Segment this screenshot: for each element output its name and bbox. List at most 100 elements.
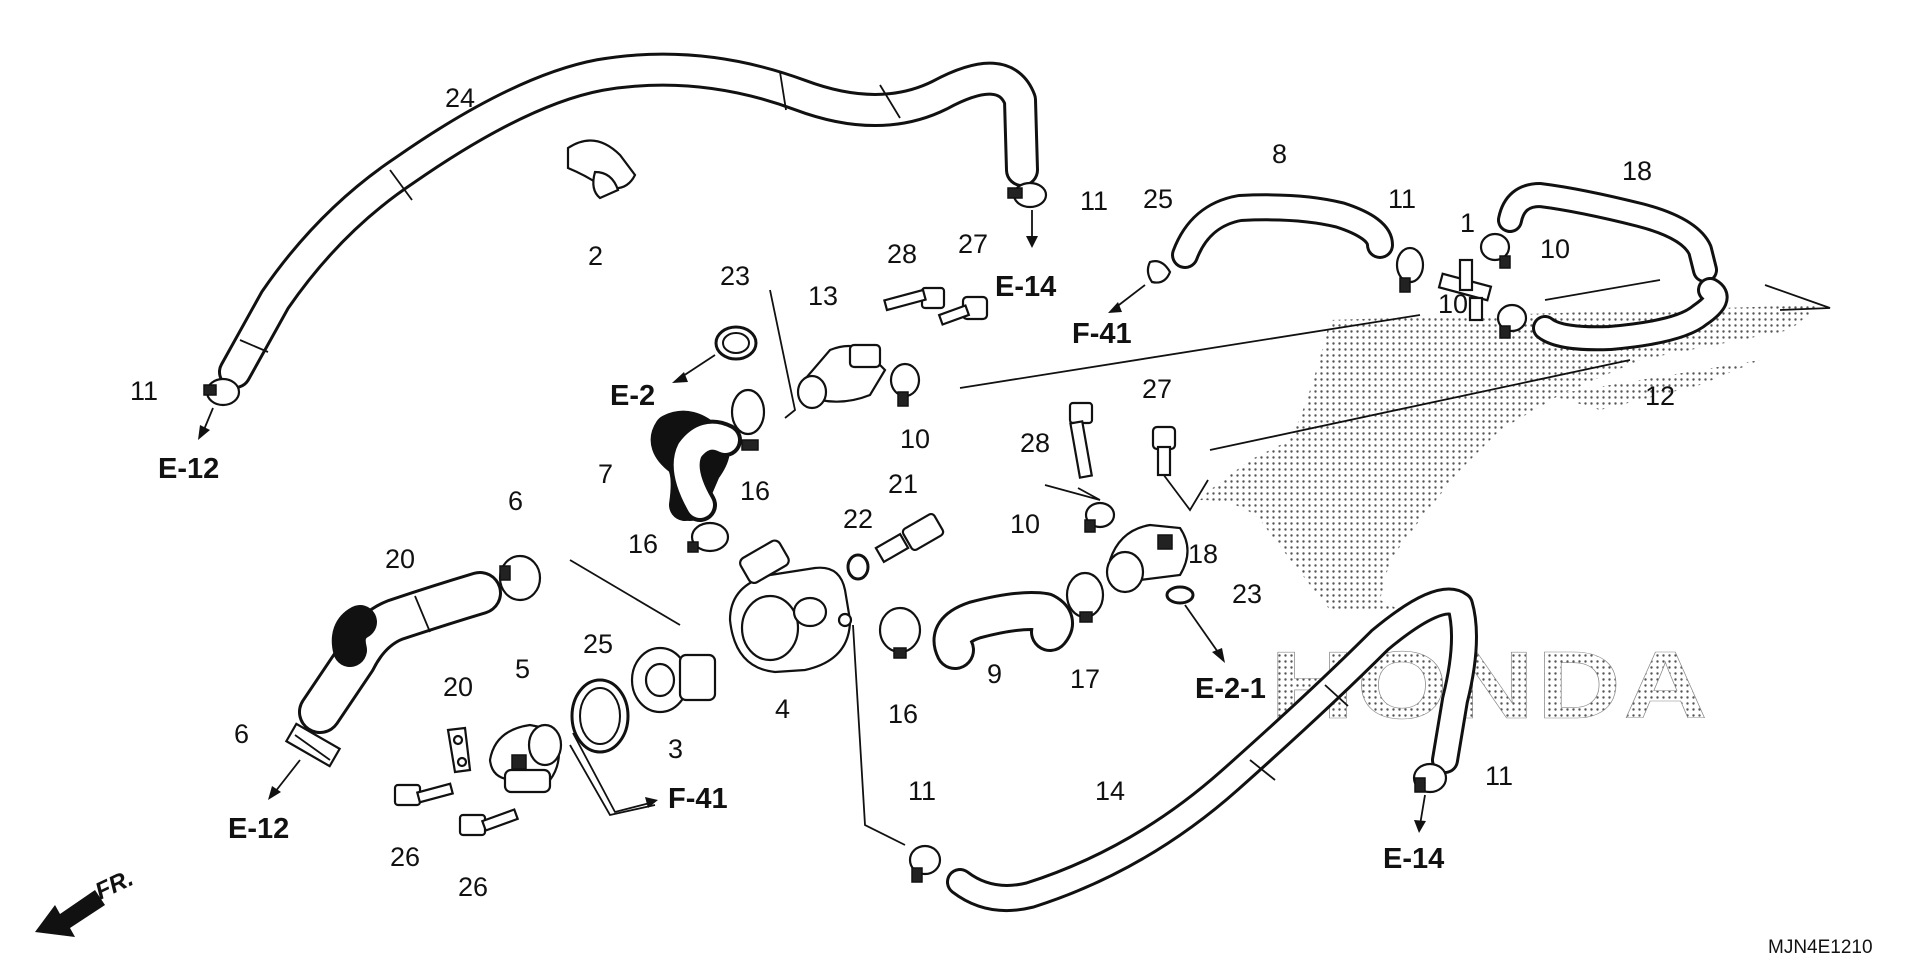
- thermostat-housing-4[interactable]: [728, 538, 853, 674]
- label-part-16-b[interactable]: 16: [628, 529, 658, 559]
- label-part-13[interactable]: 13: [808, 281, 838, 311]
- label-part-10-c[interactable]: 10: [1438, 289, 1468, 319]
- assembly-lines: [569, 279, 1831, 846]
- label-part-10-b[interactable]: 10: [1540, 234, 1570, 264]
- label-part-16-d[interactable]: 17: [1070, 664, 1100, 694]
- clamp-11-e[interactable]: [1412, 762, 1448, 794]
- bolt-28-a[interactable]: [883, 286, 946, 312]
- thermostat-3[interactable]: [630, 646, 717, 714]
- label-part-11-b[interactable]: 11: [130, 376, 158, 406]
- label-part-20[interactable]: 20: [443, 672, 473, 702]
- clamp-11-a[interactable]: [1007, 181, 1048, 209]
- label-part-4[interactable]: 4: [775, 694, 790, 724]
- label-part-15[interactable]: 24: [445, 83, 475, 113]
- clamp-11-b[interactable]: [203, 377, 241, 407]
- bolt-28-b[interactable]: [1068, 401, 1094, 479]
- label-part-11-d[interactable]: 11: [908, 776, 936, 806]
- hose-7: [650, 410, 742, 522]
- clamp-10-d[interactable]: [1084, 501, 1116, 533]
- label-part-10-d[interactable]: 10: [1010, 509, 1040, 539]
- hose-8: [1171, 193, 1394, 269]
- label-part-12[interactable]: 12: [1645, 381, 1675, 411]
- bolt-27-b[interactable]: [1151, 425, 1177, 477]
- ref-f41-b[interactable]: F-41: [668, 783, 728, 815]
- label-part-16-c[interactable]: 16: [888, 699, 918, 729]
- label-part-8[interactable]: 8: [1272, 139, 1287, 169]
- label-part-11-c[interactable]: 11: [1388, 184, 1416, 214]
- label-part-10-a[interactable]: 10: [900, 424, 930, 454]
- ref-e14-b[interactable]: E-14: [1383, 843, 1444, 875]
- label-part-18[interactable]: 18: [1622, 156, 1652, 186]
- ref-f41-a[interactable]: F-41: [1072, 318, 1132, 350]
- label-part-26-b[interactable]: 26: [458, 872, 488, 902]
- label-part-9[interactable]: 9: [987, 659, 1002, 689]
- clamp-16-d[interactable]: [1065, 571, 1105, 623]
- label-part-2[interactable]: 2: [588, 241, 603, 271]
- ref-e14-a[interactable]: E-14: [995, 271, 1056, 303]
- label-part-22[interactable]: 22: [843, 504, 873, 534]
- hose-12: [1532, 277, 1729, 352]
- label-part-16-a[interactable]: 16: [740, 476, 770, 506]
- diagram-code: MJN4E1210: [1768, 937, 1873, 958]
- ref-e2[interactable]: E-2: [610, 380, 655, 412]
- label-part-23-b[interactable]: 23: [1232, 579, 1262, 609]
- clamp-10-b[interactable]: [1479, 232, 1511, 269]
- clip-25[interactable]: [1146, 260, 1172, 284]
- water-joint-17[interactable]: [1105, 523, 1189, 594]
- label-part-19[interactable]: 20: [385, 544, 415, 574]
- ref-arrows: [198, 210, 1426, 833]
- temp-sensor-21[interactable]: [874, 512, 945, 564]
- hose-19: [298, 571, 502, 734]
- label-part-11-a[interactable]: 11: [1080, 186, 1108, 216]
- honda-wordmark: HONDA: [1270, 632, 1710, 739]
- clamp-16-b[interactable]: [687, 521, 730, 553]
- label-part-28-a[interactable]: 28: [887, 239, 917, 269]
- bracket-20[interactable]: [446, 726, 472, 774]
- label-part-6-b[interactable]: 6: [234, 719, 249, 749]
- label-part-17[interactable]: 18: [1188, 539, 1218, 569]
- hose-14: [946, 587, 1478, 912]
- o-ring-24[interactable]: [570, 678, 630, 754]
- clamp-10-c[interactable]: [1496, 303, 1528, 339]
- label-part-28-b[interactable]: 28: [1020, 428, 1050, 458]
- clamp-6-b[interactable]: [284, 722, 342, 768]
- ref-e21[interactable]: E-2-1: [1195, 673, 1266, 705]
- label-part-11-e[interactable]: 11: [1485, 761, 1513, 791]
- o-ring-23-b[interactable]: [1165, 585, 1195, 605]
- label-part-1[interactable]: 1: [1460, 208, 1475, 238]
- clamp-11-c[interactable]: [1395, 246, 1425, 293]
- clamp-16-c[interactable]: [878, 606, 922, 659]
- label-part-3[interactable]: 3: [668, 734, 683, 764]
- label-part-23-a[interactable]: 23: [720, 261, 750, 291]
- hose-18: [1497, 182, 1718, 283]
- hose-9: [932, 591, 1074, 670]
- label-part-24[interactable]: 25: [583, 629, 613, 659]
- label-part-6-a[interactable]: 6: [508, 486, 523, 516]
- clamp-11-d[interactable]: [908, 844, 942, 883]
- label-part-5[interactable]: 5: [515, 654, 530, 684]
- label-part-21[interactable]: 21: [888, 469, 918, 499]
- label-part-26-a[interactable]: 26: [390, 842, 420, 872]
- ref-e12-a[interactable]: E-12: [158, 453, 219, 485]
- o-ring-23-a[interactable]: [714, 325, 758, 361]
- bolt-27-a[interactable]: [937, 295, 989, 326]
- front-direction-marker: FR.: [35, 865, 138, 937]
- three-way-joint-1[interactable]: [1437, 258, 1493, 322]
- label-part-7[interactable]: 7: [598, 459, 613, 489]
- label-part-25[interactable]: 25: [1143, 184, 1173, 214]
- washer-22[interactable]: [846, 553, 870, 581]
- water-joint-5[interactable]: [488, 723, 563, 794]
- clamp-10-a[interactable]: [889, 362, 921, 407]
- ref-e12-b[interactable]: E-12: [228, 813, 289, 845]
- bolt-26-b[interactable]: [458, 808, 520, 837]
- clamp-6-a[interactable]: [498, 554, 542, 602]
- bolt-26-a[interactable]: [393, 782, 455, 807]
- label-part-27-b[interactable]: 27: [1142, 374, 1172, 404]
- holder-clip-2[interactable]: [566, 139, 637, 200]
- label-part-27-a[interactable]: 27: [958, 229, 988, 259]
- water-pipe-13[interactable]: [796, 343, 887, 410]
- clamp-16-a[interactable]: [730, 388, 766, 451]
- reference-labels: E-12 E-14 F-41 E-2 E-2-1 F-41 E-12 E-14: [158, 271, 1444, 875]
- label-part-14[interactable]: 14: [1095, 776, 1125, 806]
